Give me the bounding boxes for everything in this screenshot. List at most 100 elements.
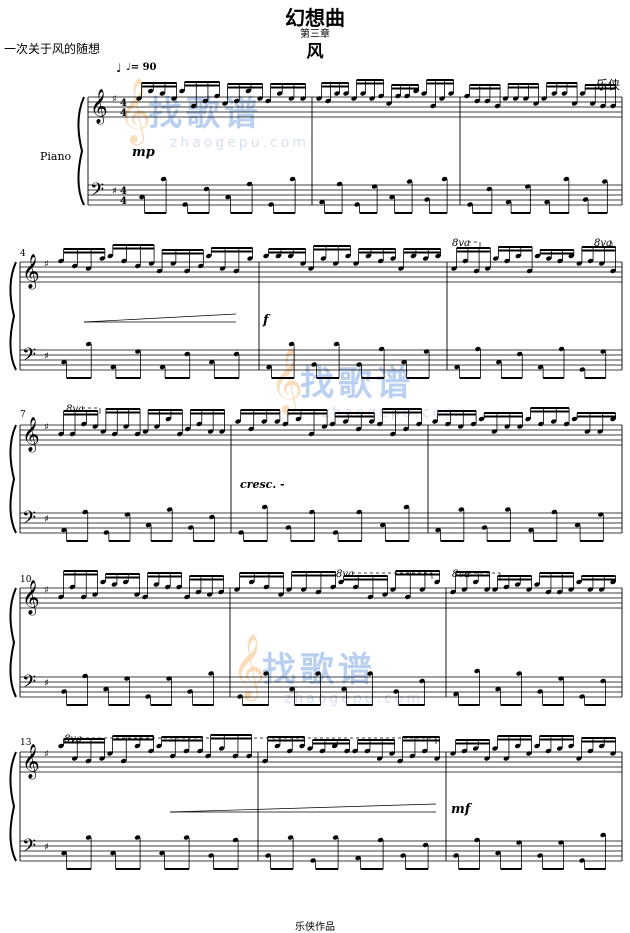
measure-number: 10 bbox=[20, 575, 32, 585]
note-head bbox=[435, 253, 441, 259]
note-head bbox=[134, 835, 141, 840]
note-head bbox=[435, 527, 441, 533]
note-head bbox=[493, 256, 499, 261]
note-head bbox=[171, 96, 177, 101]
note-head bbox=[398, 266, 404, 271]
note-head bbox=[134, 431, 141, 437]
note-head bbox=[424, 197, 430, 202]
tempo-marking: ♩= 90 bbox=[126, 62, 157, 73]
note-head bbox=[156, 268, 163, 274]
note-head bbox=[159, 850, 165, 856]
note-head bbox=[336, 181, 343, 187]
note-head bbox=[450, 589, 456, 595]
note-head bbox=[404, 93, 410, 99]
note-head bbox=[525, 184, 531, 189]
note-head bbox=[135, 349, 141, 354]
note-head bbox=[58, 258, 64, 264]
movement-title: 风 bbox=[306, 42, 324, 62]
note-head bbox=[257, 96, 263, 101]
note-head bbox=[248, 579, 255, 585]
note-head bbox=[369, 96, 375, 101]
note-head bbox=[467, 202, 473, 207]
note-head bbox=[58, 431, 64, 437]
note-head bbox=[295, 416, 302, 422]
note-head bbox=[574, 522, 581, 528]
note-head bbox=[571, 416, 578, 422]
note-head bbox=[432, 419, 438, 424]
note-head bbox=[246, 753, 252, 759]
note-head bbox=[484, 756, 490, 761]
key-sharp-icon: ♯ bbox=[44, 514, 49, 525]
note-head bbox=[107, 253, 113, 259]
note-head bbox=[235, 419, 241, 424]
note-head bbox=[434, 756, 440, 761]
note-head bbox=[403, 504, 410, 510]
note-head bbox=[551, 509, 557, 515]
note-head bbox=[354, 202, 360, 207]
note-head bbox=[545, 589, 552, 595]
note-head bbox=[209, 359, 215, 365]
brace-icon bbox=[77, 96, 85, 206]
note-head bbox=[504, 258, 510, 264]
page-title: 幻想曲 bbox=[285, 6, 345, 30]
note-head bbox=[209, 514, 215, 520]
note-head bbox=[576, 261, 582, 266]
note-head bbox=[247, 256, 253, 261]
note-head bbox=[355, 855, 361, 861]
note-head bbox=[238, 530, 244, 535]
note-head bbox=[166, 676, 172, 681]
treble-clef-icon: 𝄞 bbox=[90, 89, 108, 125]
note-head bbox=[454, 364, 460, 370]
measure-number: 13 bbox=[20, 738, 32, 748]
note-head bbox=[164, 584, 171, 590]
note-head bbox=[142, 594, 148, 600]
note-head bbox=[61, 850, 67, 856]
note-head bbox=[474, 668, 480, 674]
note-head bbox=[356, 509, 362, 515]
key-sharp-icon: ♯ bbox=[44, 259, 49, 270]
note-head bbox=[382, 592, 388, 597]
note-head bbox=[367, 594, 374, 600]
note-head bbox=[316, 96, 322, 101]
note-head bbox=[232, 837, 239, 843]
note-head bbox=[461, 587, 468, 592]
note-head bbox=[300, 261, 306, 266]
note-head bbox=[582, 197, 589, 202]
note-head bbox=[568, 743, 574, 749]
note-head bbox=[310, 858, 316, 863]
note-head bbox=[286, 587, 292, 592]
ottava-mark: 8va bbox=[594, 238, 612, 249]
note-head bbox=[61, 527, 67, 533]
brace-icon bbox=[9, 751, 17, 862]
note-head bbox=[538, 421, 544, 427]
note-head bbox=[134, 743, 141, 749]
note-head bbox=[145, 522, 152, 528]
note-head bbox=[461, 748, 468, 754]
note-head bbox=[491, 429, 498, 434]
brace-icon bbox=[9, 424, 17, 534]
note-head bbox=[516, 840, 522, 845]
note-head bbox=[275, 253, 282, 259]
ottava-mark: 8va bbox=[452, 569, 470, 580]
note-head bbox=[289, 176, 296, 182]
note-head bbox=[315, 589, 322, 595]
note-head bbox=[576, 579, 582, 585]
note-head bbox=[421, 91, 427, 96]
note-head bbox=[600, 678, 606, 684]
note-head bbox=[534, 743, 540, 749]
note-head bbox=[478, 416, 485, 422]
note-head bbox=[276, 91, 283, 96]
note-head bbox=[390, 431, 396, 437]
note-head bbox=[148, 261, 155, 266]
note-head bbox=[600, 103, 606, 109]
note-head bbox=[445, 421, 451, 427]
note-head bbox=[233, 268, 239, 274]
note-head bbox=[85, 835, 92, 840]
key-sharp-icon: ♯ bbox=[44, 585, 49, 596]
note-head bbox=[551, 91, 557, 96]
key-sharp-icon: ♯ bbox=[44, 749, 49, 760]
note-head bbox=[598, 587, 605, 592]
note-head bbox=[371, 184, 378, 189]
note-head bbox=[474, 837, 480, 843]
note-head bbox=[274, 743, 281, 749]
